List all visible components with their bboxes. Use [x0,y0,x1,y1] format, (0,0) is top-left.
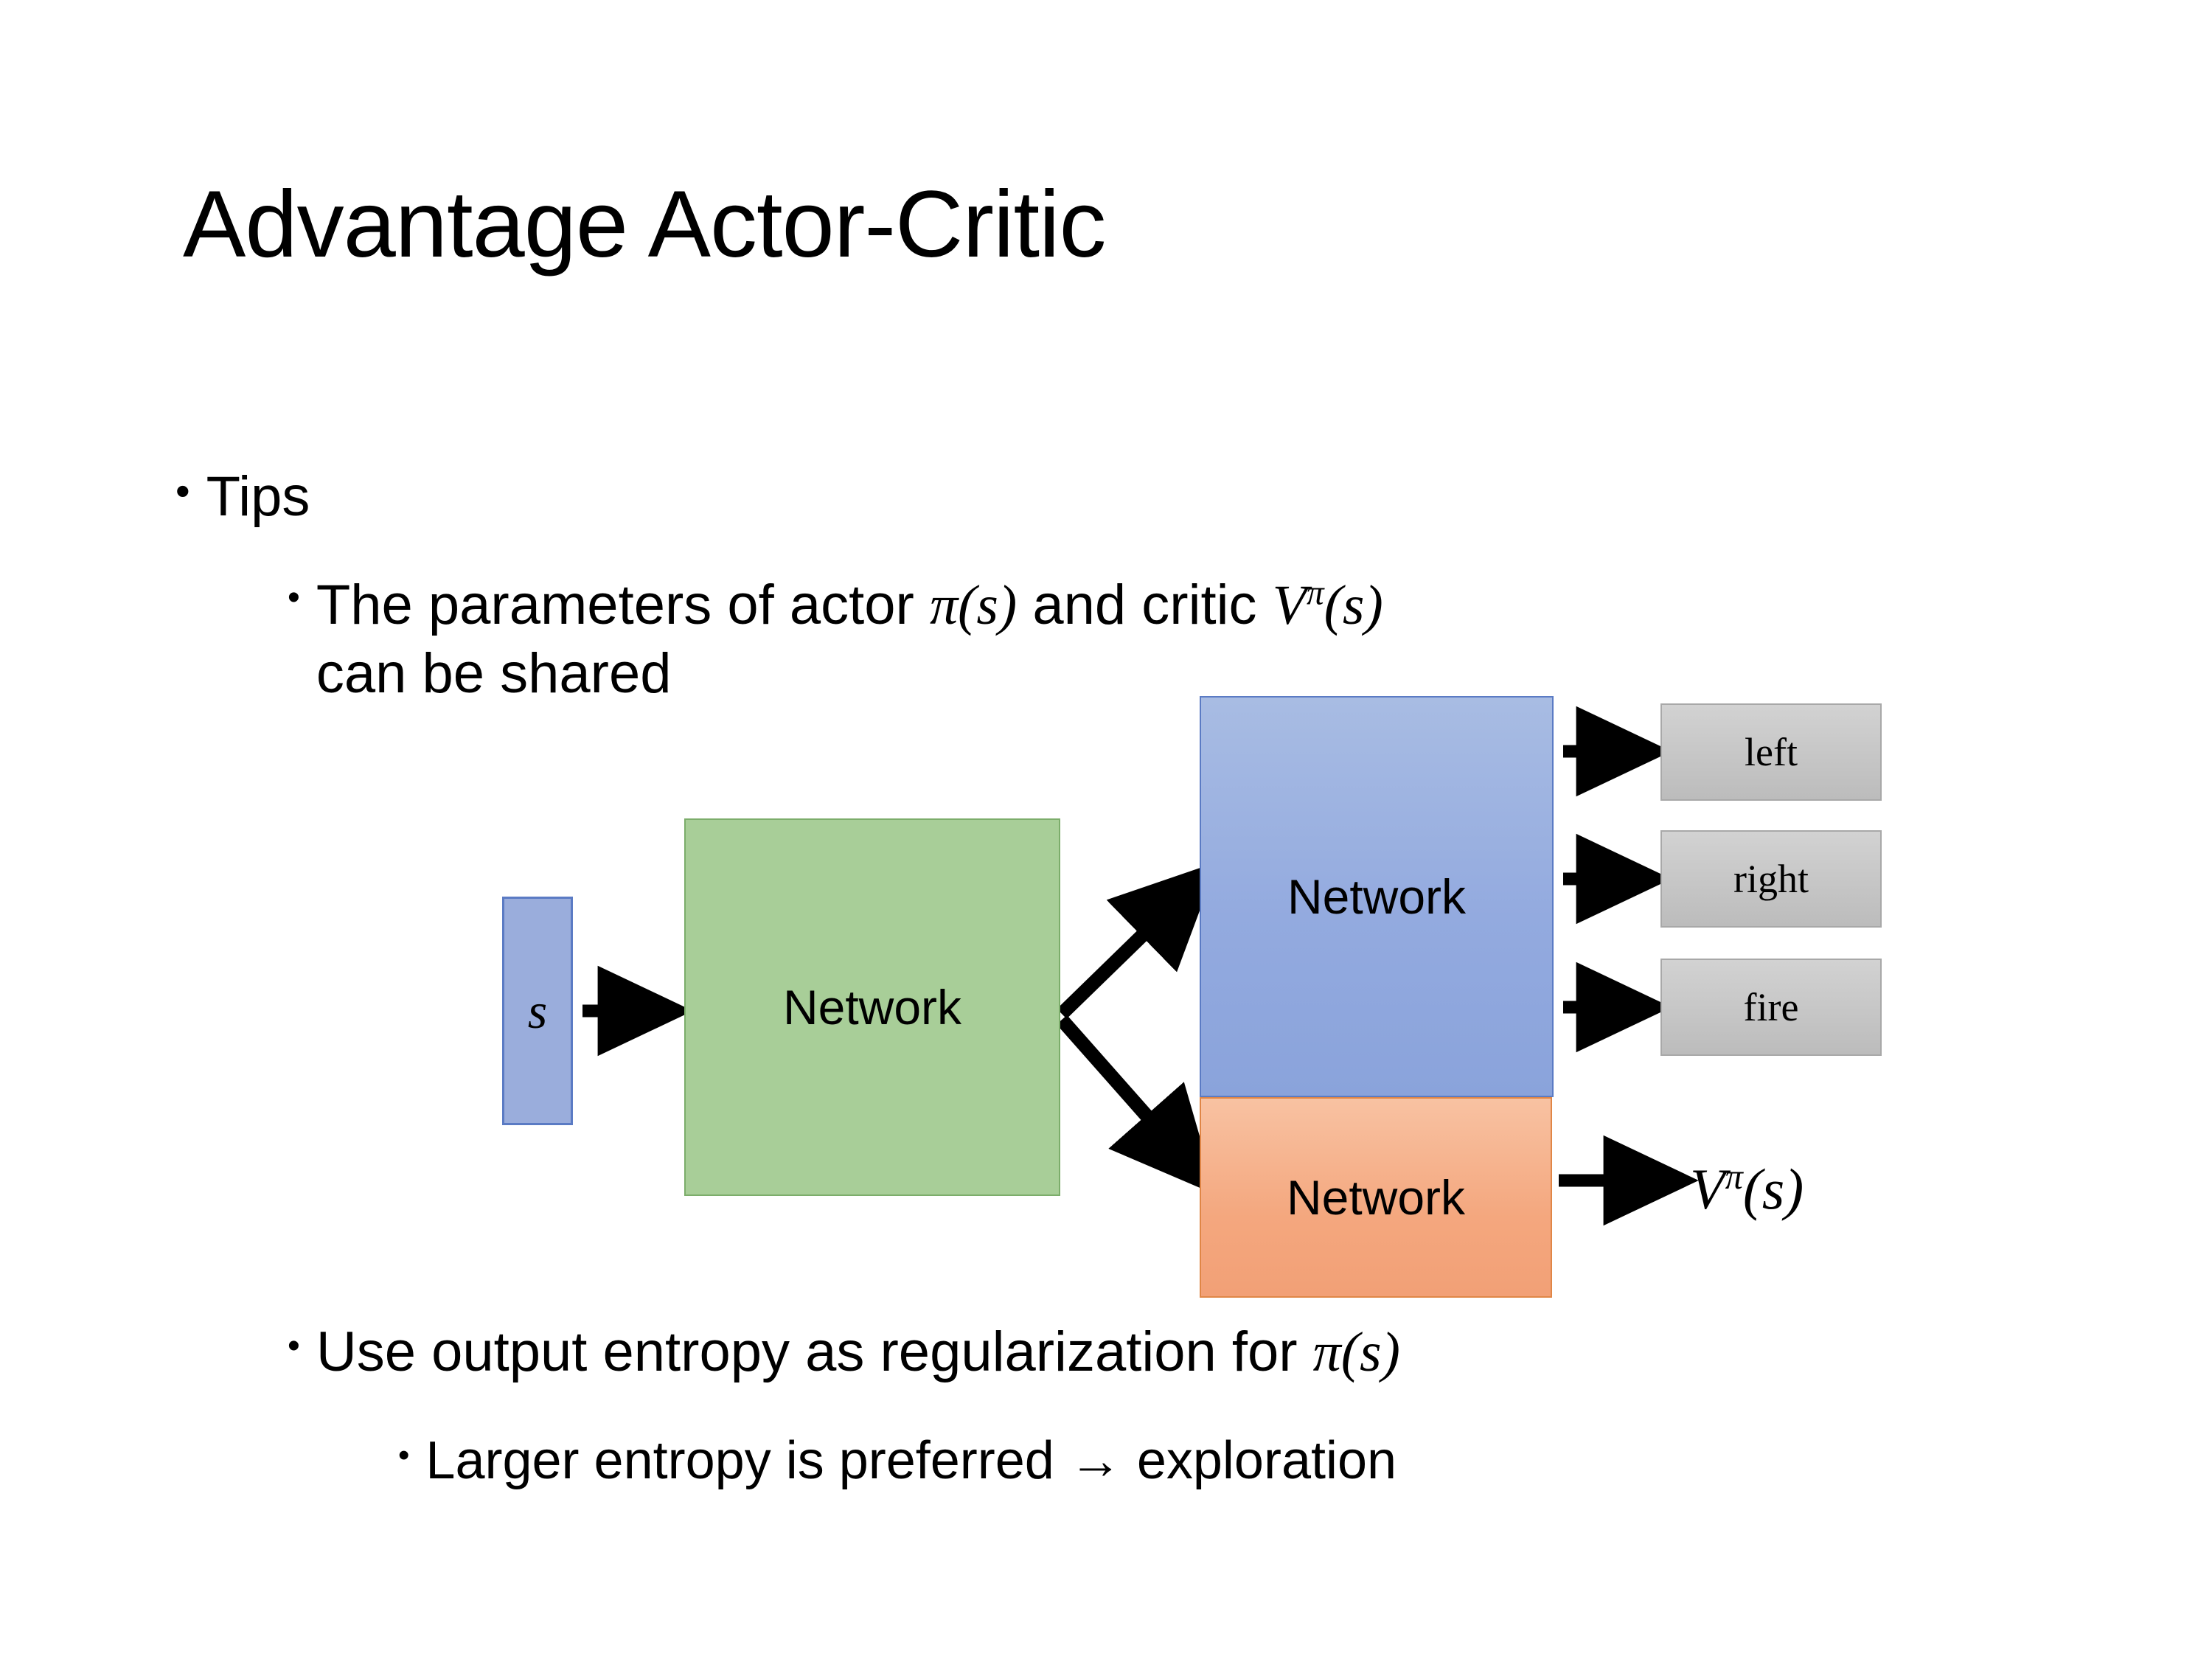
action-output-label: right [1733,857,1809,901]
critic-output-superscript: π [1725,1158,1743,1197]
shared-text-part3: can be shared [316,641,672,705]
actor-network-node: Network [1200,696,1554,1097]
arrow-shared-to-actor [1057,861,1218,1019]
bullet-entropy-text: Use output entropy as regularization for… [316,1320,1400,1385]
action-output-box: fire [1660,959,1882,1056]
critic-network-label: Network [1286,1170,1466,1225]
state-input-label: s [527,982,548,1039]
bullet-marker-icon: • [288,1326,300,1366]
actor-policy-math: π(s) [929,574,1018,636]
page-title: Advantage Actor-Critic [183,172,1106,277]
bullet-larger-entropy: • Larger entropy is preferred → explorat… [398,1430,1397,1491]
bullet-tips: • Tips [175,465,310,529]
action-output-box: right [1660,830,1882,928]
state-input-node: s [502,897,573,1125]
bullet-marker-icon: • [175,467,190,514]
shared-text-part1: The parameters of actor [316,574,930,636]
critic-output-base: V [1690,1157,1725,1221]
action-output-label: left [1745,730,1798,774]
critic-output-arg: (s) [1742,1157,1804,1221]
critic-network-node: Network [1200,1097,1552,1298]
action-output-label: fire [1743,985,1799,1029]
bullet-tips-label: Tips [206,465,310,528]
entropy-text: Use output entropy as regularization for [316,1321,1313,1383]
bullet-marker-icon: • [398,1437,410,1473]
critic-value-superscript: π [1307,574,1324,613]
shared-network-label: Network [782,980,962,1034]
shared-text-part2: and critic [1017,574,1273,636]
bullet-marker-icon: • [288,578,300,617]
bullet-shared-parameters: • The parameters of actor π(s) and criti… [288,571,2057,708]
action-output-box: left [1660,703,1882,801]
arrow-shared-to-critic [1056,1015,1217,1195]
critic-value-arg: (s) [1324,574,1383,636]
actor-policy-math: π(s) [1312,1321,1400,1383]
bullet-output-entropy: • Use output entropy as regularization f… [288,1320,1400,1385]
shared-network-node: Network [684,818,1060,1196]
critic-value-base: V [1272,574,1307,636]
bullet-shared-text: The parameters of actor π(s) and critic … [316,571,1383,708]
critic-value-math: Vπ(s) [1273,574,1383,636]
actor-network-label: Network [1287,869,1467,924]
bullet-larger-label: Larger entropy is preferred → exploratio… [425,1431,1397,1490]
critic-value-output: Vπ(s) [1690,1156,1804,1222]
